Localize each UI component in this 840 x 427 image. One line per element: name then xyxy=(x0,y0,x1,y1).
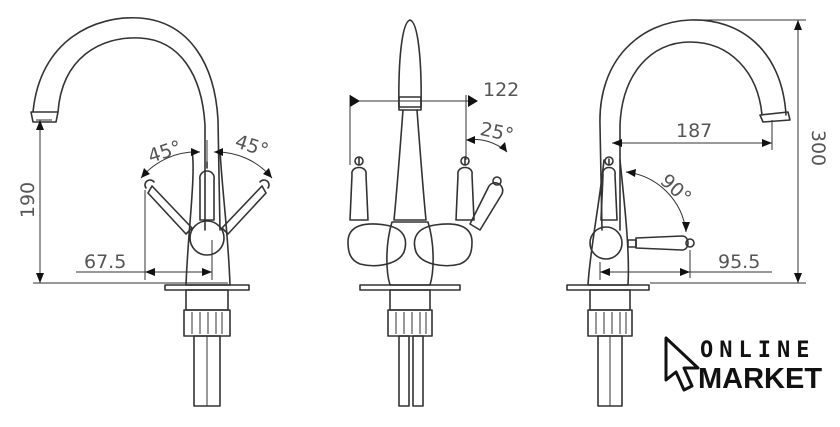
logo-text-market: MARKET xyxy=(698,363,822,395)
side-reach-label: 187 xyxy=(676,120,712,142)
front-angle-label: 25° xyxy=(478,118,516,147)
side-angle-label: 90° xyxy=(656,170,696,209)
left-nut xyxy=(185,289,229,311)
left-thread xyxy=(183,309,231,337)
side-handle-vertical xyxy=(600,158,618,221)
side-height-label: 300 xyxy=(807,130,829,166)
side-body xyxy=(587,159,630,286)
left-angle-right-label: 45° xyxy=(232,131,271,162)
side-offset-label: 95.5 xyxy=(718,251,760,273)
left-spout-tip xyxy=(30,111,59,123)
front-thread xyxy=(387,309,433,337)
side-handle-horizontal xyxy=(635,235,689,251)
front-nut xyxy=(389,289,431,311)
front-view: 122 25° xyxy=(347,19,519,407)
left-lever-center xyxy=(199,161,215,221)
front-aerator xyxy=(398,96,422,108)
left-lever-left xyxy=(144,179,193,235)
cursor-arrow-icon xyxy=(664,336,700,392)
front-hose-right xyxy=(412,335,424,407)
left-angle-left-label: 45° xyxy=(145,136,184,167)
side-view: 300 187 90° 95.5 xyxy=(566,19,829,407)
side-nut xyxy=(589,289,631,311)
front-valve-right xyxy=(413,223,473,267)
left-lever-right xyxy=(221,179,270,235)
left-spout xyxy=(32,16,221,231)
left-reach-label: 67.5 xyxy=(84,251,126,273)
logo-text-online: ONLINE xyxy=(700,338,815,363)
front-handle-right xyxy=(455,156,475,221)
front-handle-tilted xyxy=(469,182,504,231)
front-spout xyxy=(398,19,422,111)
front-handle-left xyxy=(349,156,369,221)
front-body xyxy=(393,109,427,221)
side-valve xyxy=(589,226,623,260)
side-spout xyxy=(599,19,787,231)
left-height-label: 190 xyxy=(17,182,39,218)
online-market-logo: ONLINE MARKET xyxy=(664,336,822,395)
front-hose-left xyxy=(398,335,410,407)
front-width-label: 122 xyxy=(483,79,519,101)
front-valve-left xyxy=(347,223,407,267)
left-view: 190 67.5 45° 45° xyxy=(17,16,273,407)
side-thread xyxy=(587,309,633,337)
left-valve xyxy=(189,220,225,256)
front-center-hub xyxy=(386,221,434,286)
side-spout-tip xyxy=(759,111,791,123)
